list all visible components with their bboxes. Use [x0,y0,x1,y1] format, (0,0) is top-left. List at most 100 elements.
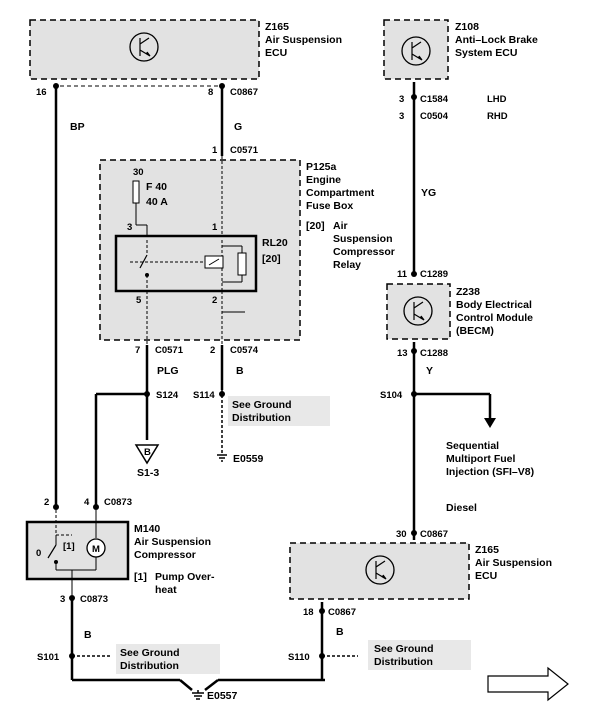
see-ground-3-line1: See Ground [374,643,434,655]
relay-pin-2: 2 [212,295,217,306]
wire-plg-label: PLG [157,365,179,377]
m140-pin-3: 3 [60,594,65,605]
connector-c1584: C1584 [420,94,449,105]
see-ground-3-line2: Distribution [374,656,433,668]
ecu-transistor-icon [403,296,433,326]
wire-b-z165-label: B [336,626,344,638]
p125a-line2: Compartment [306,187,375,199]
z108-pin-lhd: 3 [399,94,404,105]
m140-line2: Compressor [134,549,196,561]
relay-desc-line2: Suspension [333,233,393,245]
wire-b-c0574-label: B [236,365,244,377]
z165-top-id: Z165 [265,21,289,33]
m140-pin-4: 4 [84,497,90,508]
connector-c0571-1: C0571 [230,145,259,156]
relay-pin-1: 1 [212,222,218,233]
z165-bot-pin-30: 30 [396,529,407,540]
m140-id: M140 [134,523,160,535]
m140-note-line1: Pump Over- [155,571,215,583]
ground-e0559: E0559 [233,453,264,465]
z165-bottom-line2: ECU [475,570,497,582]
p125a-line1: Engine [306,174,341,186]
z165-bottom-ecu [289,542,470,600]
z108-abs-ecu [383,19,449,80]
rl20-ref: [20] [262,253,281,265]
ground-e0557: E0557 [207,690,238,702]
next-page-arrow-icon[interactable] [487,666,569,702]
relay-desc-line4: Relay [333,259,361,271]
connector-c0867-top: C0867 [230,87,258,98]
rl20-relay [114,234,258,293]
p125a-fuse-box [99,159,301,341]
see-ground-1-line1: See Ground [232,399,292,411]
pin-7-c0571: 7 [135,345,140,356]
z108-line2: System ECU [455,47,517,59]
pin-16: 16 [36,87,47,98]
lhd-label: LHD [487,94,507,105]
connector-c0873-bottom: C0873 [80,594,108,605]
z238-becm [386,283,451,340]
wire-bp-label: BP [70,121,85,133]
z108-line1: Anti–Lock Brake [455,34,538,46]
sfi-line3: Injection (SFI–V8) [446,466,534,478]
see-ground-2-line1: See Ground [120,647,180,659]
pin-1-c0571: 1 [212,145,218,156]
c1288-pin: 13 [397,348,408,359]
splice-s124: S124 [156,390,179,401]
z238-line3: (BECM) [456,325,494,337]
diesel-label: Diesel [446,502,477,514]
ground-icon [192,692,204,700]
fuse-icon [132,180,140,204]
splice-s104: S104 [380,390,403,401]
rhd-label: RHD [487,111,508,122]
m140-switch-ref: [1] [63,541,75,552]
fuse-pin-30: 30 [133,167,144,178]
rl20-id: RL20 [262,237,288,249]
relay-desc-ref: [20] [306,220,325,232]
z165-bottom-line1: Air Suspension [475,557,552,569]
z108-pin-rhd: 3 [399,111,404,122]
ecu-transistor-icon [401,36,431,66]
arrow-down-icon [484,418,496,428]
splice-s114: S114 [193,390,215,401]
z165-top-ecu [29,19,260,80]
splice-s101: S101 [37,652,60,663]
connector-c1288: C1288 [420,348,448,359]
relay-pin-3: 3 [127,222,132,233]
see-ground-2-line2: Distribution [120,660,179,672]
m140-pin-2: 2 [44,497,49,508]
pin-8: 8 [208,87,213,98]
s1-3-label: S1-3 [137,467,159,479]
splice-s110: S110 [288,652,310,663]
sfi-line2: Multiport Fuel [446,453,515,465]
m140-note-ref: [1] [134,571,147,583]
m140-line1: Air Suspension [134,536,211,548]
s1-3-reference [134,444,160,465]
z108-id: Z108 [455,21,479,33]
m140-switch-pin: 0 [36,548,41,559]
ecu-transistor-icon [129,32,159,62]
wire-b-m140-label: B [84,629,92,641]
see-ground-1-line2: Distribution [232,412,291,424]
wire-y-label: Y [426,365,433,377]
connector-c0867-18: C0867 [328,607,356,618]
connector-c0571-7: C0571 [155,345,184,356]
ecu-transistor-icon [365,555,395,585]
c1289-pin: 11 [397,269,408,280]
p125a-id: P125a [306,161,337,173]
z238-line2: Control Module [456,312,533,324]
z238-id: Z238 [456,286,480,298]
connector-c0574: C0574 [230,345,259,356]
pin-2-c0574: 2 [210,345,215,356]
wire-g-label: G [234,121,242,133]
sfi-line1: Sequential [446,440,499,452]
z238-line1: Body Electrical [456,299,532,311]
connector-c0867-30: C0867 [420,529,448,540]
m140-note-line2: heat [155,584,177,596]
relay-desc-line1: Air [333,220,348,232]
fuse-id: F 40 [146,181,167,193]
z165-top-line1: Air Suspension [265,34,342,46]
connector-c0504: C0504 [420,111,449,122]
s1-3-tag: B [144,447,151,458]
